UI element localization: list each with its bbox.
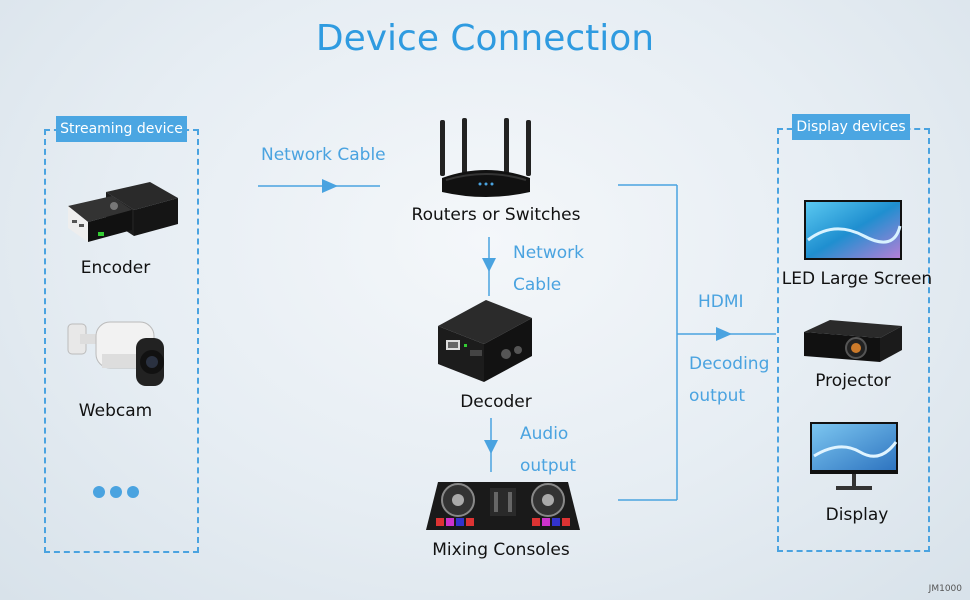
more-devices-icon	[93, 486, 139, 498]
encoder-icon	[68, 182, 178, 242]
mixing-console-label: Mixing Consoles	[432, 540, 570, 560]
projector-label: Projector	[815, 371, 891, 391]
decoding-output-label-line1: Decoding	[689, 354, 770, 374]
led-screen-icon	[804, 200, 902, 260]
encoder-label: Encoder	[80, 258, 151, 278]
page-title: Device Connection	[315, 18, 655, 59]
decoder-icon	[438, 300, 532, 382]
audio-output-label-line2: output	[520, 456, 577, 476]
mixing-console-icon	[426, 482, 580, 530]
audio-output-label-line1: Audio	[520, 424, 569, 444]
network-cable-label: Network Cable	[261, 145, 386, 165]
router-label: Routers or Switches	[411, 205, 581, 225]
streaming-device-label: Streaming device	[56, 116, 187, 142]
led-screen-label: LED Large Screen	[781, 269, 933, 289]
projector-icon	[804, 320, 902, 362]
display-devices-label: Display devices	[792, 114, 910, 140]
watermark: JM1000	[928, 584, 962, 594]
network-cable-label-2-line2: Cable	[513, 275, 562, 295]
decoding-output-label-line2: output	[689, 386, 746, 406]
router-icon	[440, 118, 531, 197]
display-monitor-icon	[810, 422, 898, 490]
hdmi-label: HDMI	[698, 292, 744, 312]
decoder-label: Decoder	[460, 392, 532, 412]
network-cable-label-2-line1: Network	[513, 243, 584, 263]
webcam-icon	[67, 321, 164, 386]
display-label: Display	[825, 505, 889, 525]
webcam-label: Webcam	[78, 401, 153, 421]
